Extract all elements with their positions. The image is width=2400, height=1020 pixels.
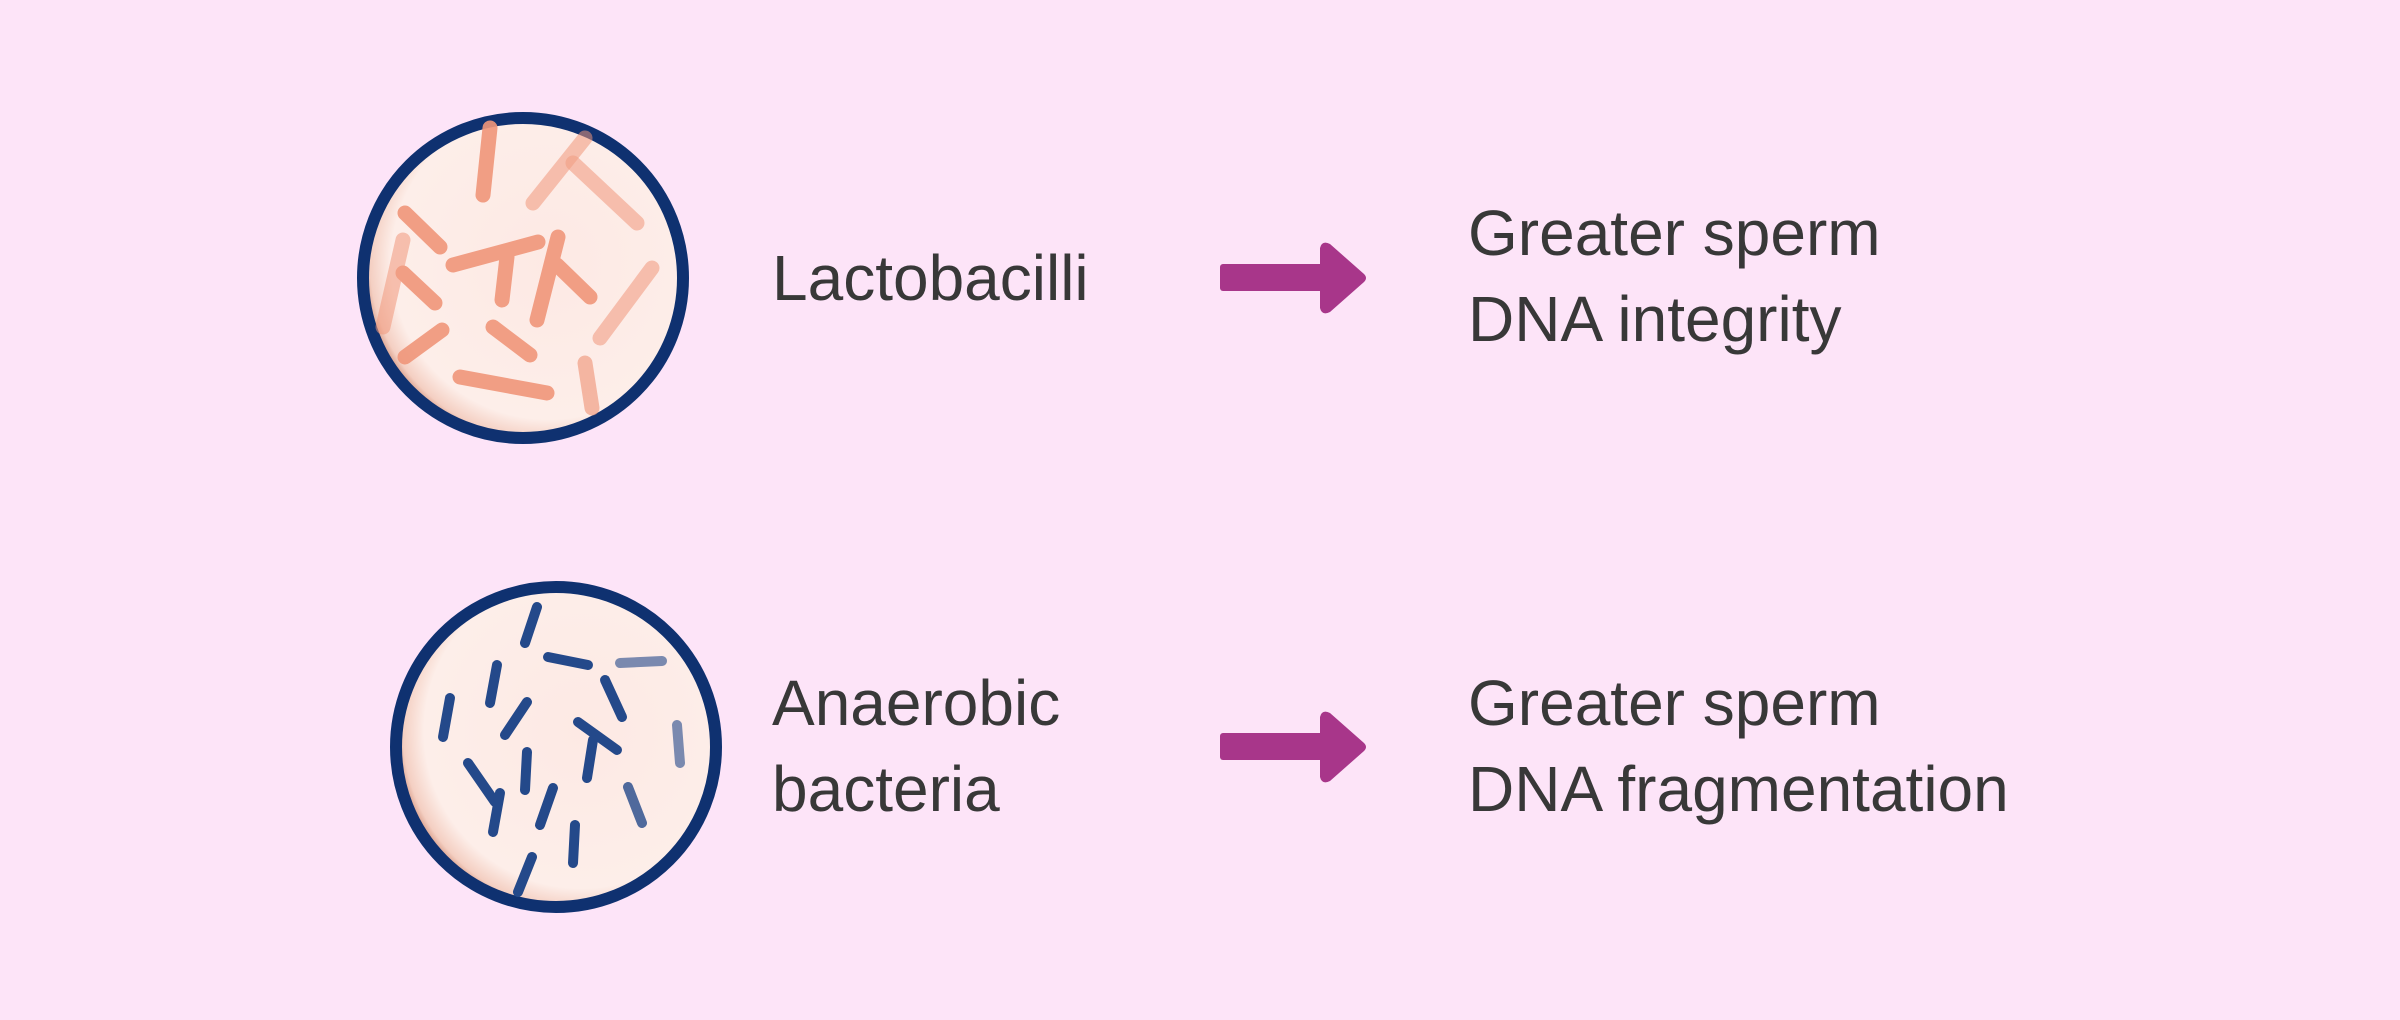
- organism-line: Lactobacilli: [772, 242, 1089, 314]
- outcome-label-fragmentation: Greater sperm DNA fragmentation: [1468, 660, 2009, 832]
- anaerobic-rods: [438, 602, 685, 897]
- arrow-right-icon: [1220, 711, 1366, 783]
- organism-line: Anaerobic: [772, 667, 1061, 739]
- anaerobic-dish: [390, 581, 722, 913]
- lactobacilli-dish: [357, 112, 689, 444]
- organism-label-anaerobic: Anaerobic bacteria: [772, 660, 1060, 832]
- lactobacilli-rods: [375, 120, 660, 416]
- arrow-right-icon: [1220, 242, 1366, 314]
- organism-label-lactobacilli: Lactobacilli: [772, 235, 1089, 321]
- outcome-line: Greater sperm: [1468, 667, 1881, 739]
- outcome-line: DNA integrity: [1468, 283, 1842, 355]
- outcome-line: Greater sperm: [1468, 197, 1881, 269]
- organism-line: bacteria: [772, 753, 1000, 825]
- outcome-label-integrity: Greater sperm DNA integrity: [1468, 190, 1881, 362]
- outcome-line: DNA fragmentation: [1468, 753, 2009, 825]
